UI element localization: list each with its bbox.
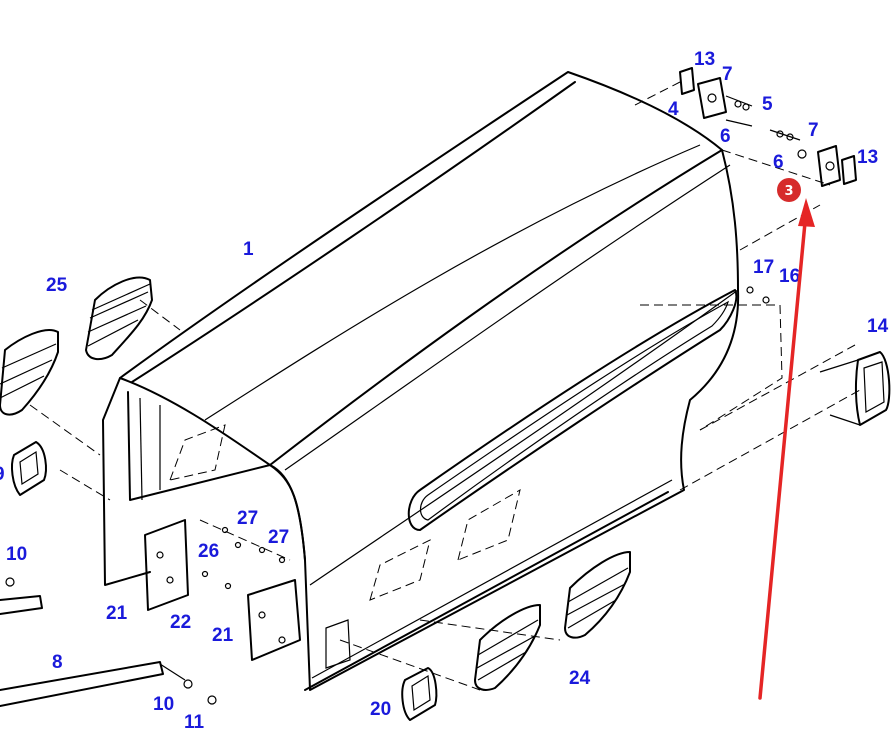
label-13-lower[interactable]: 13 — [857, 147, 878, 168]
label-21-right[interactable]: 21 — [212, 625, 234, 646]
latch-plate-20 — [401, 667, 438, 721]
label-27-left[interactable]: 27 — [237, 508, 258, 529]
label-14[interactable]: 14 — [867, 316, 889, 337]
label-1[interactable]: 1 — [243, 239, 254, 260]
label-11[interactable]: 11 — [184, 712, 205, 733]
gas-strut-10 — [0, 577, 43, 615]
bracket-21-right — [247, 579, 301, 661]
red-arrow-icon — [758, 198, 815, 700]
grille-24-right — [564, 551, 631, 639]
label-21-left[interactable]: 21 — [106, 603, 128, 624]
label-25[interactable]: 25 — [46, 275, 68, 296]
gas-strut-8 — [0, 661, 217, 707]
label-6-upper[interactable]: 6 — [720, 126, 731, 147]
label-4[interactable]: 4 — [668, 99, 679, 120]
bracket-21-left — [144, 519, 189, 611]
hinge-assembly-left — [679, 67, 753, 127]
callout-number: 3 — [784, 184, 793, 199]
label-16[interactable]: 16 — [779, 266, 800, 287]
label-10-lower[interactable]: 10 — [153, 694, 174, 715]
label-20[interactable]: 20 — [370, 699, 391, 720]
callout-badge[interactable]: 3 — [777, 178, 801, 202]
label-7-upper[interactable]: 7 — [722, 64, 733, 85]
label-26[interactable]: 26 — [198, 541, 219, 562]
latch-plate-9 — [11, 441, 47, 496]
label-5[interactable]: 5 — [762, 94, 773, 115]
label-8[interactable]: 8 — [52, 652, 63, 673]
label-10-upper[interactable]: 10 — [6, 544, 27, 565]
hood-panel — [102, 71, 740, 691]
label-17[interactable]: 17 — [753, 257, 774, 278]
label-27-right[interactable]: 27 — [268, 527, 289, 548]
grille-25-upper — [85, 276, 153, 361]
side-handle-14 — [819, 351, 891, 426]
fasteners — [201, 286, 770, 590]
label-9[interactable]: 9 — [0, 464, 5, 485]
hinge-assembly-right — [769, 129, 857, 187]
grille-25-lower — [0, 329, 59, 416]
label-24[interactable]: 24 — [569, 668, 591, 689]
numbered-badge-icon — [777, 178, 801, 202]
grille-24-left — [474, 604, 541, 691]
label-22[interactable]: 22 — [170, 612, 191, 633]
label-6-lower[interactable]: 6 — [773, 152, 784, 173]
part-labels: 1 4 5 6 6 7 7 13 13 14 17 16 25 9 10 10 … — [0, 49, 889, 733]
label-13-upper[interactable]: 13 — [694, 49, 715, 70]
label-7-lower[interactable]: 7 — [808, 120, 819, 141]
